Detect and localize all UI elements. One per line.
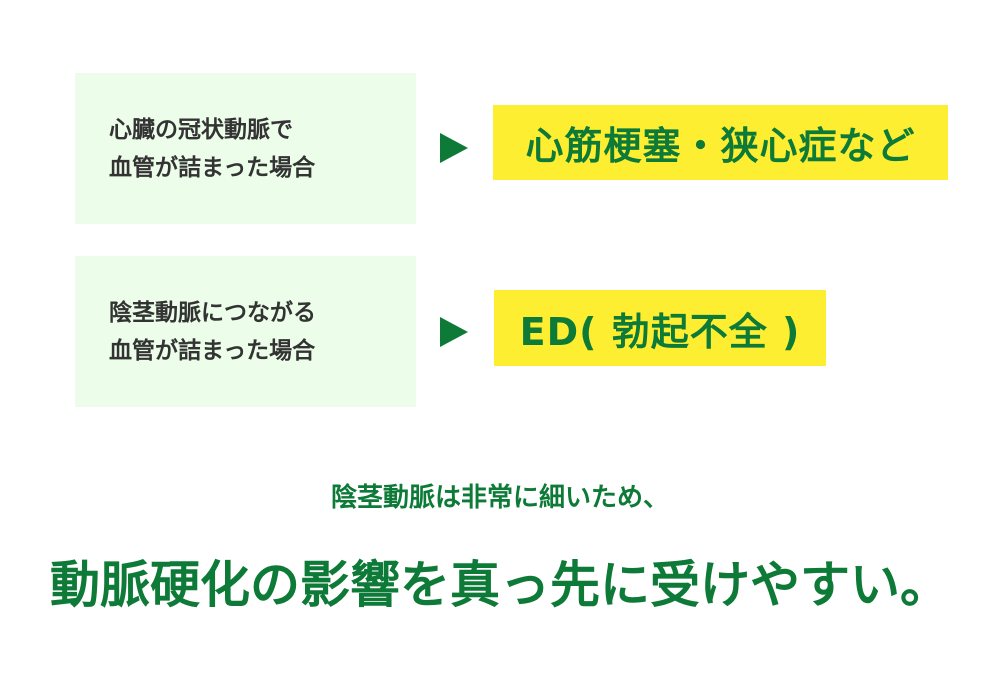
condition-line: 陰茎動脈につながる (109, 299, 316, 326)
summary-subtitle: 陰茎動脈は非常に細いため、 (330, 483, 669, 513)
result-highlight-coronary: 心筋梗塞・狭心症など (493, 105, 948, 180)
condition-line: 血管が詰まった場合 (109, 154, 316, 181)
condition-box-coronary: 心臓の冠状動脈で 血管が詰まった場合 (75, 73, 416, 224)
result-text: 心筋梗塞・狭心症など (525, 124, 916, 168)
summary-headline: 動脈硬化の影響を真っ先に受けやすい。 (50, 556, 950, 614)
result-text: ED( 勃起不全 ) (519, 309, 801, 354)
result-highlight-ed: ED( 勃起不全 ) (494, 290, 826, 366)
right-arrow-icon (440, 317, 468, 347)
right-arrow-icon (440, 133, 468, 163)
condition-line: 心臓の冠状動脈で (109, 116, 293, 143)
condition-box-penile: 陰茎動脈につながる 血管が詰まった場合 (75, 256, 416, 407)
condition-line: 血管が詰まった場合 (109, 337, 316, 364)
